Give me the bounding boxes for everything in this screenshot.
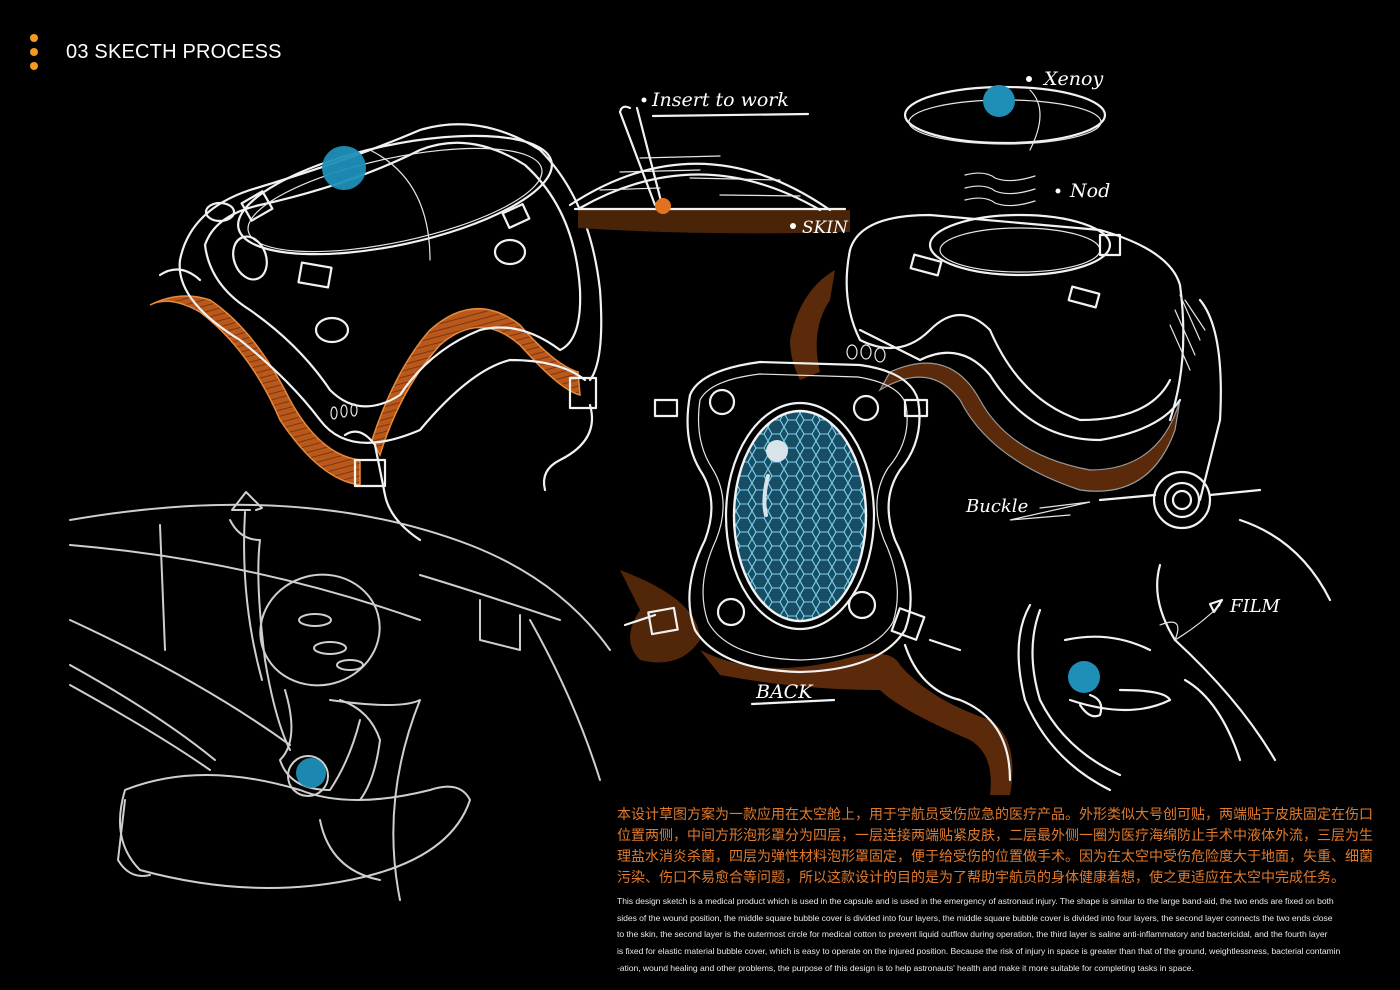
description-en-line: -ation, wound healing and other problems… — [617, 962, 1194, 973]
page-title: 03 SKECTH PROCESS — [66, 40, 282, 63]
brown-band — [878, 362, 1181, 492]
orange-band — [371, 307, 581, 457]
label-xenoy: Xenoy — [1042, 68, 1103, 90]
device-sketch-top-left — [149, 123, 603, 542]
dot-icon — [30, 34, 38, 42]
exploded-layer-sketch: Xenoy Nod — [903, 68, 1110, 207]
vertical-dots-icon — [30, 34, 40, 70]
highlight-marker — [983, 85, 1015, 117]
description-cn-line: 污染、伤口不易愈合等问题，所以这款设计的目的是为了帮助宇航员的身体健康着想，使之… — [617, 869, 1345, 885]
description-en-line: This design sketch is a medical product … — [617, 896, 1334, 906]
label-film: FILM — [1229, 596, 1281, 617]
highlight-marker — [296, 758, 326, 788]
label-buckle: Buckle — [965, 496, 1028, 517]
description-cn-line: 本设计草图方案为一款应用在太空舱上，用于宇航员受伤应急的医疗产品。外形类似大号创… — [617, 806, 1373, 822]
dot-icon — [30, 62, 38, 70]
brown-band — [620, 570, 700, 663]
insertion-point-marker — [655, 198, 671, 214]
page-header: 03 SKECTH PROCESS — [30, 34, 282, 70]
description-cn: 本设计草图方案为一款应用在太空舱上，用于宇航员受伤应急的医疗产品。外形类似大号创… — [617, 804, 1377, 888]
label-nod: Nod — [1069, 180, 1110, 202]
label-skin: SKIN — [802, 218, 849, 238]
description-en-line: sides of the wound position, the middle … — [617, 912, 1333, 923]
description-en-line: is fixed for elastic material bubble cov… — [617, 946, 1341, 957]
capsule-scene-sketch — [69, 491, 611, 901]
cross-section-sketch: Insert to work SKIN — [568, 89, 850, 238]
bubble-cover — [732, 409, 868, 623]
brown-band — [790, 270, 835, 380]
device-sketch-right: Buckle — [790, 213, 1332, 602]
back-view-sketch: BACK — [620, 360, 1013, 795]
description-cn-line: 位置两侧，中间方形泡形罩分为四层，一层连接两端贴紧皮肤，二层最外侧一圈为医疗海绵… — [617, 827, 1373, 843]
highlight-marker — [322, 146, 366, 190]
label-back: BACK — [755, 681, 814, 703]
description-en: This design sketch is a medical product … — [617, 893, 1377, 976]
label-insert-to-work: Insert to work — [651, 89, 789, 111]
highlight-marker — [1068, 661, 1100, 693]
brown-band — [700, 650, 1013, 795]
description-en-line: to the skin, the second layer is the out… — [617, 929, 1328, 940]
film-application-sketch: FILM — [1017, 563, 1281, 792]
orange-band — [149, 295, 361, 486]
description-cn-line: 理盐水消炎杀菌，四层为弹性材料泡形罩固定，便于给受伤的位置做手术。因为在太空中受… — [617, 848, 1373, 864]
dot-icon — [30, 48, 38, 56]
